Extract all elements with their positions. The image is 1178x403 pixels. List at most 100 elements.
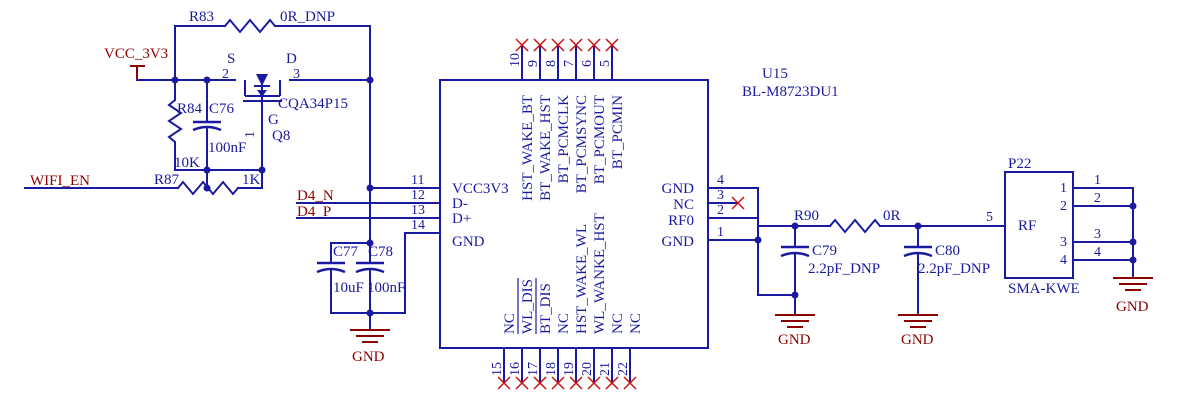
r84-value: 10K: [174, 155, 200, 171]
gnd-symbol-c79: GND: [775, 314, 815, 348]
p22-pin-2-inner: 2: [1060, 199, 1067, 214]
c77-refdes: C77: [333, 244, 359, 260]
u15-pin-rf0: RF0: [668, 213, 694, 229]
u15-pin-21-num: 21: [598, 362, 613, 376]
u15-bottom-pins: 15 16 17 18 19 20 21 22 NC WL_DIS BT_DIS…: [490, 213, 644, 390]
r83-resistor: R83 0R_DNP: [174, 9, 371, 81]
p22-pin-1-inner: 1: [1060, 181, 1067, 196]
c78-capacitor: C78 100nF: [355, 242, 405, 331]
gnd-symbol-c80: GND: [898, 314, 938, 348]
p22-pin-1-num: 1: [1094, 173, 1101, 188]
q8-part: CQA34P15: [278, 96, 348, 112]
u15-body: [439, 79, 709, 349]
r83-refdes: R83: [189, 9, 214, 25]
gnd-symbol-p22: GND: [1113, 277, 1153, 315]
u15-pin-bt-pcmclk: BT_PCMCLK: [556, 95, 572, 184]
r87-resistor: R87 1K: [154, 172, 263, 196]
vcc-3v3-label: VCC_3V3: [104, 46, 168, 62]
u15-pin-5-num: 5: [598, 60, 613, 67]
u15-pin-10-num: 10: [508, 53, 523, 67]
u15-pin-bt-pcmin: BT_PCMIN: [610, 95, 626, 169]
gnd-symbol-left: GND: [350, 329, 390, 365]
c77-value: 10uF: [333, 280, 364, 296]
u15-pin-bt-pcmsync: BT_PCMSYNC: [574, 95, 590, 193]
q8-pin-d: 3: [293, 67, 300, 82]
c78-value: 100nF: [367, 280, 405, 296]
u15-pin-14-num: 14: [411, 218, 425, 233]
u15-pin-bt-pcmout: BT_PCMOUT: [592, 95, 608, 184]
u15-pin-nc-15: NC: [502, 313, 518, 334]
vcc-3v3-power: VCC_3V3: [104, 46, 176, 81]
r87-value: 1K: [242, 172, 261, 188]
r90-value: 0R: [883, 208, 901, 224]
u15-pin-16-num: 16: [508, 362, 523, 376]
u15-pin-wl-wanke-hst: WL_WANKE_HST: [592, 213, 608, 334]
usb-data-nets: D4_N D4_P: [296, 188, 406, 220]
r84-resistor: R84 10K: [167, 79, 263, 171]
u15-top-pins: 10 9 8 7 6 5 HST_WAKE_BT BT_WAKE_HST BT_…: [508, 38, 626, 201]
q8-pin-s: 2: [222, 67, 229, 82]
q8-source-label: S: [227, 51, 235, 67]
junctions-right: [754, 222, 922, 299]
u15-pin-bt-wake-hst: BT_WAKE_HST: [538, 95, 554, 201]
u15-right-pins: 4 3 2 1 GND NC RF0 GND: [662, 173, 759, 250]
gnd-label-c80: GND: [901, 332, 934, 348]
u15-left-pins: 11 12 13 14 VCC3V3 D- D+ GND: [404, 173, 509, 250]
r90-refdes: R90: [794, 208, 819, 224]
c79-refdes: C79: [812, 243, 837, 259]
u15-pin-nc-18: NC: [556, 313, 572, 334]
c76-value: 100nF: [208, 140, 246, 156]
u15-pin-15-num: 15: [490, 362, 505, 376]
gnd-label-p22: GND: [1116, 299, 1149, 315]
u15-pin-gnd-r2: GND: [662, 234, 695, 250]
u15-pin-22-num: 22: [616, 362, 631, 376]
q8-refdes: Q8: [272, 128, 290, 144]
u15-pin-2-num: 2: [717, 203, 724, 218]
u15-pin-9-num: 9: [526, 60, 541, 67]
u15-pin-nc-22: NC: [628, 313, 644, 334]
wifi-en-label: WIFI_EN: [30, 173, 90, 189]
u15-pin-nc-r: NC: [673, 197, 694, 213]
r90-resistor: R90 0R: [757, 208, 1006, 234]
p22-part: SMA-KWE: [1008, 281, 1080, 297]
p22-connector: P22 SMA-KWE RF 5 1 2 3 4 1 2 3 4: [986, 156, 1137, 297]
d4p-label: D4_P: [297, 204, 331, 220]
u15-pin-gnd-r1: GND: [662, 181, 695, 197]
u15-pin-dplus: D+: [452, 211, 471, 227]
d4n-label: D4_N: [297, 188, 334, 204]
u15-pin-gnd-left: GND: [452, 234, 485, 250]
u15-pin-3-num: 3: [717, 188, 724, 203]
c76-refdes: C76: [209, 101, 235, 117]
gnd-label-left: GND: [352, 349, 385, 365]
u15-pin-20-num: 20: [580, 362, 595, 376]
p22-pin-4-num: 4: [1094, 245, 1101, 260]
p22-pin-4-inner: 4: [1060, 253, 1067, 268]
u15-pin-vcc3v3: VCC3V3: [452, 181, 509, 197]
p22-pin-3-inner: 3: [1060, 235, 1067, 250]
p22-pin-2-num: 2: [1094, 191, 1101, 206]
u15-pin-nc-21: NC: [610, 313, 626, 334]
u15-pin-dminus: D-: [452, 196, 468, 212]
c79-value: 2.2pF_DNP: [808, 261, 880, 277]
u15-pin-8-num: 8: [544, 60, 559, 67]
q8-gate-label: G: [268, 112, 279, 128]
p22-rf-pin-name: RF: [1018, 218, 1036, 234]
c77-capacitor: C77 10uF: [316, 242, 364, 314]
u15-pin-12-num: 12: [411, 188, 425, 203]
u15-pin-7-num: 7: [562, 60, 577, 67]
r83-value: 0R_DNP: [280, 9, 335, 25]
junctions-left: [171, 76, 374, 317]
c80-refdes: C80: [935, 243, 960, 259]
gnd-label-c79: GND: [778, 332, 811, 348]
q8-pmos: S D 2 3 CQA34P15 G 1 Q8: [222, 51, 348, 144]
c80-value: 2.2pF_DNP: [918, 261, 990, 277]
c76-capacitor: C76 100nF: [192, 79, 246, 171]
p22-rf-pin-num: 5: [986, 210, 993, 225]
q8-drain-label: D: [286, 51, 297, 67]
q8-pin-g: 1: [243, 131, 258, 138]
u15-pin-13-num: 13: [411, 203, 425, 218]
nc-marker: [515, 38, 619, 52]
c79-capacitor: C79 2.2pF_DNP: [780, 225, 880, 316]
c78-refdes: C78: [368, 244, 393, 260]
u15-pin-hst-wake-bt: HST_WAKE_BT: [520, 95, 536, 201]
